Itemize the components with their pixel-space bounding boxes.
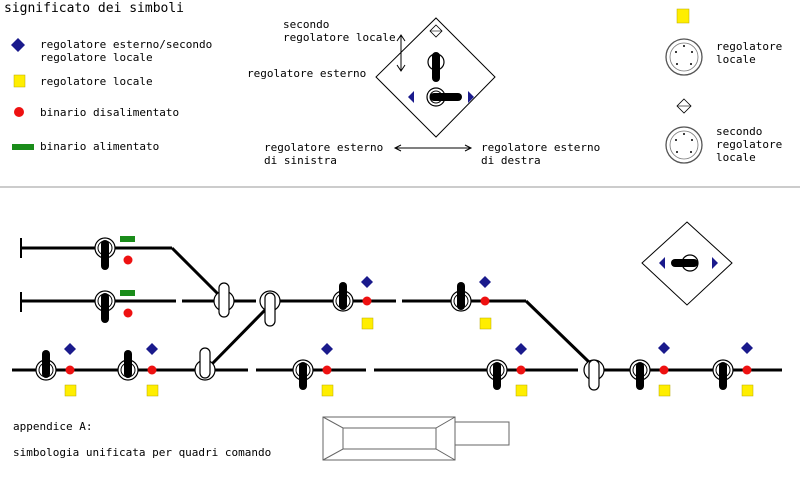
right-external-regulator-label: regolatore esterno di destra bbox=[481, 141, 601, 167]
external-regulator-label: regolatore esterno bbox=[247, 67, 367, 80]
legend-blue-diamond-icon bbox=[11, 38, 25, 52]
track-powered-bar bbox=[120, 290, 135, 296]
appendix-panel-drawing bbox=[322, 416, 510, 461]
right-second-regulator-label: secondo regolatore locale bbox=[716, 125, 783, 164]
unpowered-track-dots bbox=[65, 255, 752, 375]
legend-label-powered: binario alimentato bbox=[40, 140, 160, 153]
upper-knob-handle bbox=[432, 52, 440, 82]
legend-title: significato dei simboli bbox=[4, 1, 185, 16]
legend-yellow-square-icon bbox=[13, 74, 26, 88]
appendix-subtitle: simbologia unificata per quadri comando bbox=[13, 446, 272, 459]
legend-label-local: regolatore locale bbox=[40, 75, 153, 88]
widget-left-triangle-icon bbox=[659, 257, 665, 269]
legend-red-dot-icon bbox=[14, 107, 24, 117]
turnout-knobs bbox=[194, 282, 605, 391]
left-triangle-icon bbox=[408, 91, 414, 103]
appendix-title: appendice A: bbox=[13, 420, 93, 433]
widget-right-triangle-icon bbox=[712, 257, 718, 269]
track-powered-bar bbox=[120, 236, 135, 242]
track-switch-knobs bbox=[35, 237, 734, 390]
legend-label-external: regolatore esterno/secondo regolatore lo… bbox=[40, 38, 213, 64]
legend-label-unpowered: binario disalimentato bbox=[40, 106, 180, 119]
external-regulator-markers bbox=[64, 276, 753, 355]
right-triangle-icon bbox=[468, 91, 474, 103]
local-regulator-markers bbox=[64, 317, 754, 397]
right-local-regulator-label: regolatore locale bbox=[716, 40, 783, 66]
legend-green-bar-icon bbox=[12, 144, 34, 150]
left-external-regulator-label: regolatore esterno di sinistra bbox=[264, 141, 384, 167]
lower-knob-handle bbox=[430, 93, 462, 101]
second-local-regulator-label: secondo regolatore locale bbox=[283, 18, 396, 44]
right-yellow-square-icon bbox=[676, 8, 690, 24]
